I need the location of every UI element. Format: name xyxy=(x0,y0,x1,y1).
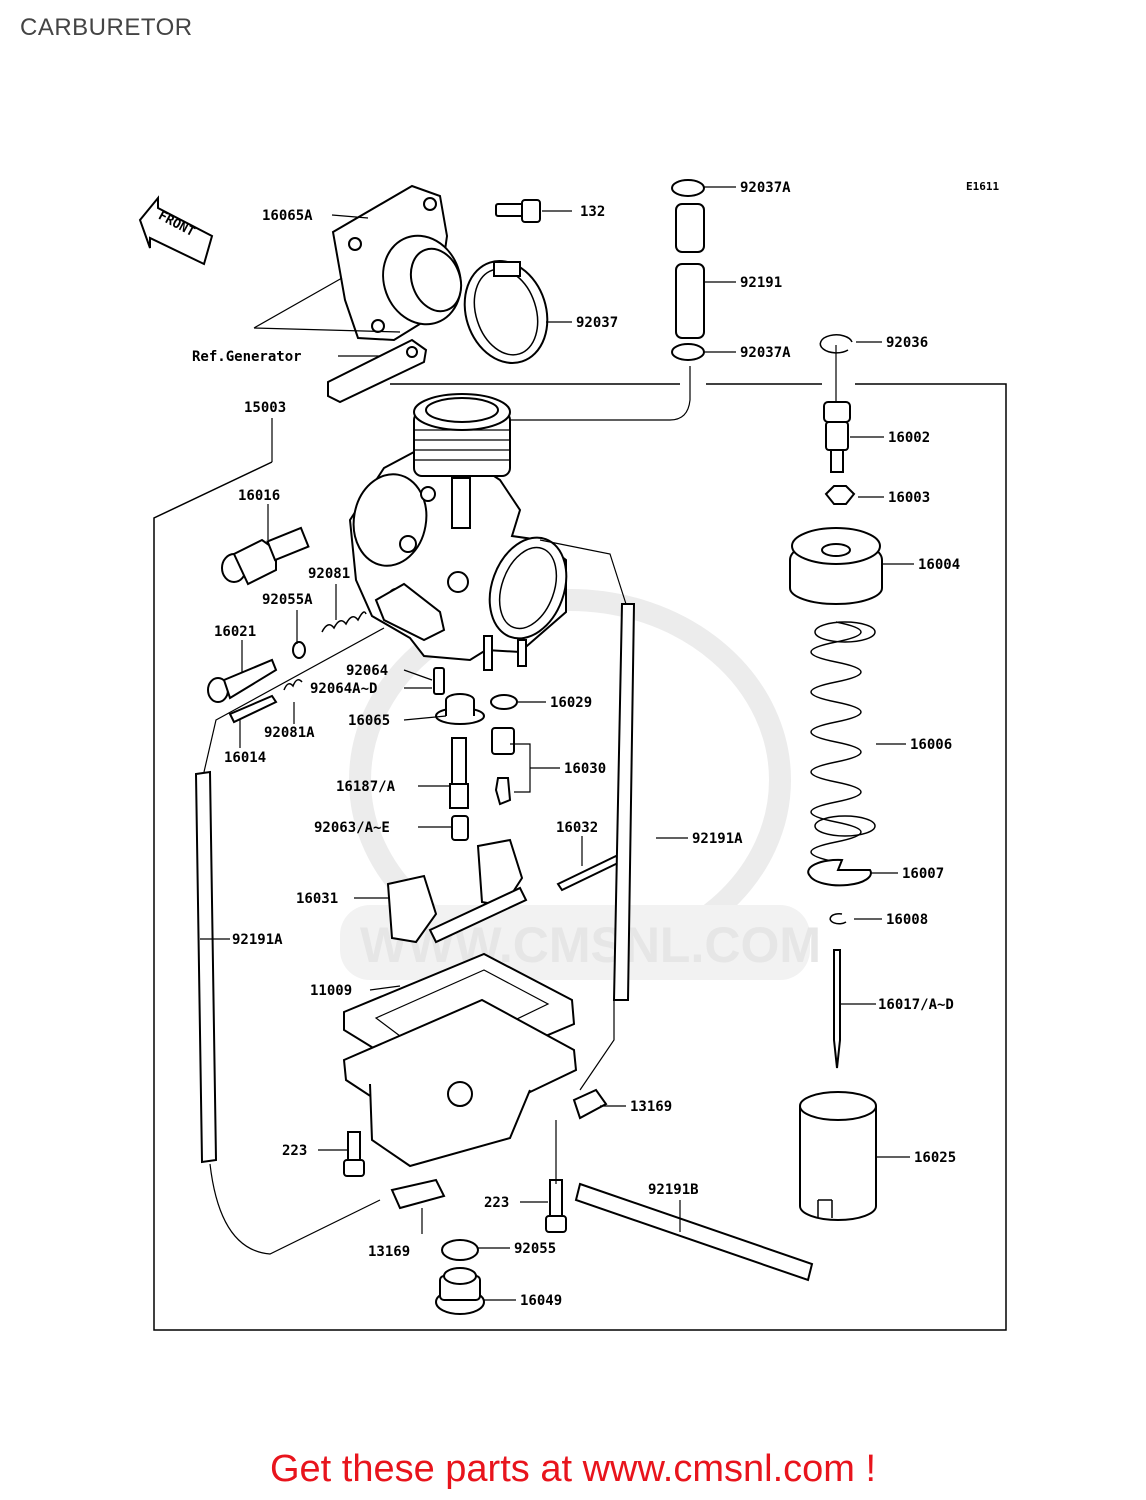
nut-16003 xyxy=(824,485,856,505)
needle-jet-holder-16065 xyxy=(435,693,485,725)
callout-92064: 92064 xyxy=(346,663,388,679)
screw-223-right xyxy=(545,1179,567,1233)
hose-route-top xyxy=(510,366,691,421)
screw-223-left xyxy=(343,1131,365,1177)
washer-16029 xyxy=(490,694,518,710)
vent-hose-92191 xyxy=(671,179,705,361)
callout-16029: 16029 xyxy=(550,695,592,711)
callout-16008: 16008 xyxy=(886,912,928,928)
starter-plunger-16016 xyxy=(221,526,310,586)
callout-132: 132 xyxy=(580,204,605,220)
callout-92036: 92036 xyxy=(886,335,928,351)
callout-16030: 16030 xyxy=(564,761,606,777)
callout-16014: 16014 xyxy=(224,750,266,766)
callout-ref-generator: Ref.Generator xyxy=(192,349,302,365)
callout-16021: 16021 xyxy=(214,624,256,640)
float-bowl xyxy=(342,998,578,1168)
callout-92055: 92055 xyxy=(514,1241,556,1257)
leader-lines xyxy=(200,186,914,1301)
spring-92081 xyxy=(321,611,367,633)
callout-16065: 16065 xyxy=(348,713,390,729)
bracket-13169-right xyxy=(572,1088,608,1120)
callout-16032: 16032 xyxy=(556,820,598,836)
callout-92064a-d: 92064A~D xyxy=(310,681,377,697)
callout-223-right: 223 xyxy=(484,1195,509,1211)
callout-16007: 16007 xyxy=(902,866,944,882)
drain-plug-16049 xyxy=(435,1267,485,1315)
hose-route-left xyxy=(203,627,385,773)
callout-16003: 16003 xyxy=(888,490,930,506)
callout-92081: 92081 xyxy=(308,566,350,582)
watermark-text: WWW.CMSNL.COM xyxy=(360,917,821,973)
bolt-132-part xyxy=(495,199,541,223)
callout-16004: 16004 xyxy=(918,557,960,573)
callout-16049: 16049 xyxy=(520,1293,562,1309)
callout-92191a-right: 92191A xyxy=(692,831,743,847)
screw-16014 xyxy=(228,694,278,724)
callout-15003: 15003 xyxy=(244,400,286,416)
top-cap-16004 xyxy=(789,527,883,605)
hose-route-bottom-right xyxy=(579,1000,615,1091)
callout-16025: 16025 xyxy=(914,1150,956,1166)
floats-16031 xyxy=(386,838,528,944)
front-arrow-icon: FRONT xyxy=(138,195,214,266)
throttle-valve-16025 xyxy=(799,1091,877,1221)
jet-92064 xyxy=(433,667,445,695)
callout-16031: 16031 xyxy=(296,891,338,907)
footer-promo-link[interactable]: Get these parts at www.cmsnl.com ! xyxy=(269,1448,877,1490)
callout-92081a: 92081A xyxy=(264,725,315,741)
drawing-code: E1611 xyxy=(966,180,999,193)
overflow-hose-92191a-left xyxy=(194,770,218,1164)
main-jet-92063 xyxy=(451,815,469,841)
ref-generator-bracket xyxy=(327,338,428,404)
pin-16032 xyxy=(556,854,622,892)
retainer-16007 xyxy=(807,858,872,887)
page-title: CARBURETOR xyxy=(20,14,193,41)
callout-13169-left: 13169 xyxy=(368,1244,410,1260)
bracket-13169-left xyxy=(390,1178,446,1210)
needle-jet-16187 xyxy=(449,737,469,809)
clip-16008 xyxy=(829,913,847,925)
callout-92055a: 92055A xyxy=(262,592,313,608)
callout-11009: 11009 xyxy=(310,983,352,999)
float-valve-16030 xyxy=(491,727,515,806)
callout-92191: 92191 xyxy=(740,275,782,291)
callout-92063-a-e: 92063/A~E xyxy=(314,820,390,836)
carburetor-body-15003 xyxy=(348,393,568,671)
jet-needle-16017 xyxy=(833,949,841,1069)
callout-16016: 16016 xyxy=(238,488,280,504)
insulator-part xyxy=(331,184,463,342)
clamp-part xyxy=(463,260,549,364)
callout-92037: 92037 xyxy=(576,315,618,331)
callout-92037a-top: 92037A xyxy=(740,180,791,196)
callout-13169-right: 13169 xyxy=(630,1099,672,1115)
drain-hose-92191b xyxy=(574,1182,814,1282)
callout-16002: 16002 xyxy=(888,430,930,446)
spring-16006 xyxy=(810,621,876,863)
overflow-hose-92191a-right xyxy=(612,603,636,1001)
clip-92036 xyxy=(819,334,853,354)
hose-route-right xyxy=(539,539,627,605)
spring-92081a xyxy=(283,679,303,691)
o-ring-92055a xyxy=(292,641,306,659)
callout-16017-a-d: 16017/A~D xyxy=(878,997,954,1013)
diagram-frame xyxy=(153,383,1007,1331)
callout-16065a: 16065A xyxy=(262,208,313,224)
callout-92191a-left: 92191A xyxy=(232,932,283,948)
o-ring-92055 xyxy=(441,1239,479,1261)
callout-92037a-bottom: 92037A xyxy=(740,345,791,361)
hose-route-bottom xyxy=(209,1163,381,1255)
callout-16006: 16006 xyxy=(910,737,952,753)
air-screw-16021 xyxy=(207,658,278,703)
callout-92191b: 92191B xyxy=(648,1182,699,1198)
adjuster-16002 xyxy=(823,401,851,473)
callout-16187-a: 16187/A xyxy=(336,779,396,795)
callout-223-left: 223 xyxy=(282,1143,307,1159)
part-callouts: 16065A 132 92037A 92191 92037 Ref.Genera… xyxy=(192,180,960,1309)
